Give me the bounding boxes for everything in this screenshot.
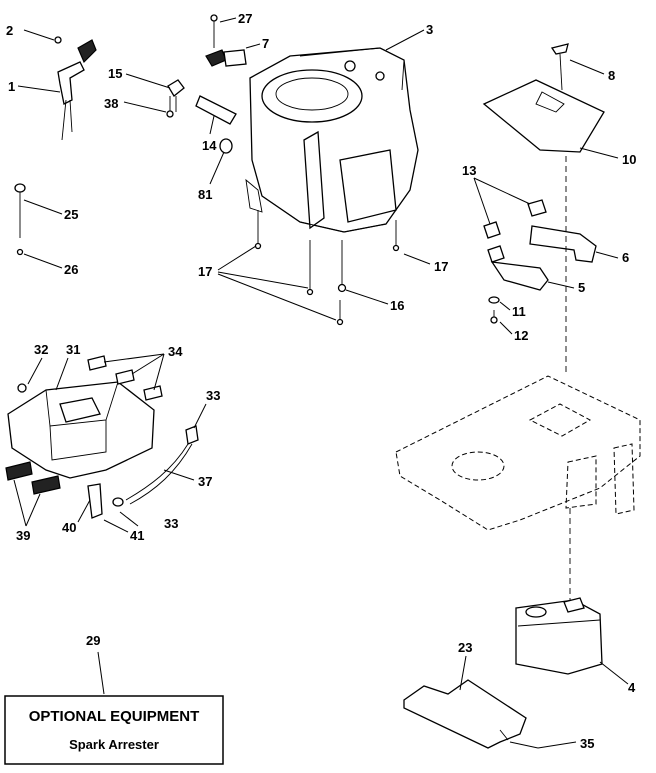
muffler-part (515, 597, 603, 675)
callout-38: 38 (104, 96, 118, 111)
callout-2: 2 (6, 23, 13, 38)
callout-32: 32 (34, 342, 48, 357)
spark-plug-part (14, 183, 26, 256)
callout-13: 13 (462, 163, 476, 178)
optional-equipment-title: OPTIONAL EQUIPMENT (29, 708, 200, 725)
callout-6: 6 (622, 250, 629, 265)
callout-33-top: 33 (206, 388, 220, 403)
callout-12: 12 (514, 328, 528, 343)
throttle-control-part (54, 36, 97, 141)
callout-35: 35 (580, 736, 594, 751)
callout-16: 16 (390, 298, 404, 313)
callout-27: 27 (238, 11, 252, 26)
callout-15: 15 (108, 66, 122, 81)
callout-14: 14 (202, 138, 217, 153)
callout-39: 39 (16, 528, 30, 543)
optional-equipment-box: OPTIONAL EQUIPMENT Spark Arrester (4, 695, 224, 765)
callout-37: 37 (198, 474, 212, 489)
callout-41: 41 (130, 528, 144, 543)
callout-40: 40 (62, 520, 76, 535)
callout-1: 1 (8, 79, 15, 94)
callout-25: 25 (64, 207, 78, 222)
engine-part (245, 47, 419, 233)
callout-3: 3 (426, 22, 433, 37)
fuel-pump-part (205, 14, 247, 67)
callout-17-right: 17 (434, 259, 448, 274)
breather-hose-part (87, 425, 199, 519)
callout-4: 4 (628, 680, 636, 695)
callout-31: 31 (66, 342, 80, 357)
callout-5: 5 (578, 280, 585, 295)
exhaust-pipe-part (483, 199, 597, 324)
chassis-plate-outline (395, 156, 641, 600)
fuel-fitting-part (166, 79, 237, 154)
callout-11: 11 (512, 304, 526, 319)
muffler-shield-part (403, 679, 539, 749)
callout-23: 23 (458, 640, 472, 655)
heat-shield-part (482, 43, 605, 153)
engine-bolts-part (254, 210, 400, 326)
callout-8: 8 (608, 68, 615, 83)
callout-7: 7 (262, 36, 269, 51)
callout-81: 81 (198, 187, 212, 202)
callout-26: 26 (64, 262, 78, 277)
callout-29: 29 (86, 633, 100, 648)
air-cleaner-part (5, 355, 163, 495)
callout-33-bottom: 33 (164, 516, 178, 531)
spark-arrester-label: Spark Arrester (69, 737, 159, 752)
callout-17-left: 17 (198, 264, 212, 279)
callout-34: 34 (168, 344, 183, 359)
callout-10: 10 (622, 152, 636, 167)
